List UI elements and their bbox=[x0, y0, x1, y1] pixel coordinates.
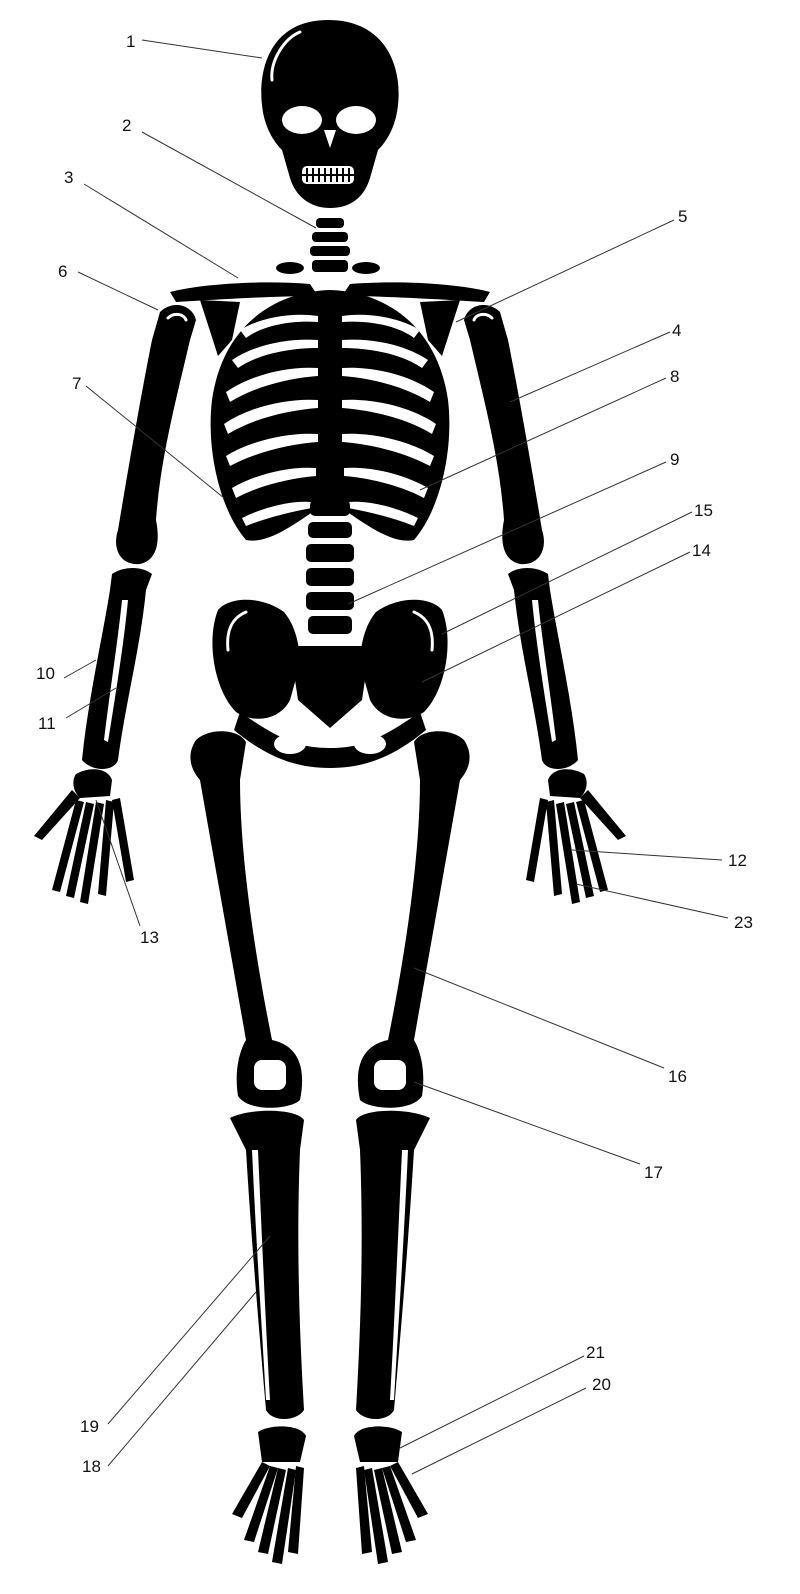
cervical-spine bbox=[310, 218, 350, 272]
leader-line-21 bbox=[399, 1355, 585, 1449]
label-18: 18 bbox=[82, 1457, 101, 1476]
label-5: 5 bbox=[678, 207, 687, 226]
leader-line-16 bbox=[413, 967, 665, 1069]
shoulder-girdle bbox=[170, 262, 490, 356]
label-2: 2 bbox=[122, 116, 131, 135]
label-4: 4 bbox=[672, 321, 681, 340]
label-1: 1 bbox=[126, 32, 135, 51]
label-10: 10 bbox=[36, 664, 55, 683]
leader-line-15 bbox=[441, 511, 693, 635]
label-8: 8 bbox=[670, 367, 679, 386]
label-13: 13 bbox=[140, 928, 159, 947]
leader-line-20 bbox=[411, 1387, 587, 1475]
label-12: 12 bbox=[728, 851, 747, 870]
leader-line-9 bbox=[347, 461, 667, 605]
label-19: 19 bbox=[80, 1417, 99, 1436]
leader-line-17 bbox=[413, 1081, 641, 1165]
leader-line-3 bbox=[83, 183, 239, 279]
leader-line-10 bbox=[63, 659, 97, 679]
arm-left-side bbox=[34, 305, 196, 904]
label-23: 23 bbox=[734, 913, 753, 932]
leader-line-8 bbox=[419, 377, 667, 491]
leader-line-2 bbox=[141, 131, 317, 229]
leader-line-23 bbox=[575, 883, 729, 919]
label-20: 20 bbox=[592, 1375, 611, 1394]
number-labels: 1 2 3 4 5 6 7 8 9 10 11 12 13 14 15 16 1… bbox=[36, 32, 753, 1476]
leader-line-7 bbox=[85, 385, 225, 499]
leader-line-1 bbox=[141, 39, 263, 59]
label-3: 3 bbox=[64, 168, 73, 187]
lumbar-spine bbox=[306, 500, 354, 634]
leg-right-side bbox=[354, 731, 470, 1564]
label-9: 9 bbox=[670, 450, 679, 469]
rib-cage bbox=[210, 290, 450, 541]
leader-line-6 bbox=[77, 271, 159, 311]
leader-line-18 bbox=[107, 1291, 257, 1467]
leader-lines bbox=[63, 39, 729, 1475]
leader-line-19 bbox=[107, 1235, 271, 1425]
leader-line-11 bbox=[65, 687, 117, 719]
label-11: 11 bbox=[38, 714, 56, 733]
pelvis bbox=[212, 599, 448, 768]
label-21: 21 bbox=[586, 1343, 605, 1362]
leader-line-5 bbox=[455, 219, 675, 323]
leader-line-12 bbox=[571, 849, 723, 861]
label-14: 14 bbox=[692, 541, 711, 560]
skull bbox=[261, 20, 399, 208]
skeleton-figure bbox=[34, 20, 626, 1564]
label-17: 17 bbox=[644, 1163, 663, 1182]
label-16: 16 bbox=[668, 1067, 687, 1086]
label-6: 6 bbox=[58, 262, 67, 281]
label-15: 15 bbox=[694, 501, 713, 520]
leader-line-4 bbox=[509, 331, 671, 403]
arm-right-side bbox=[464, 305, 626, 904]
leg-left-side bbox=[190, 731, 306, 1564]
leader-line-14 bbox=[421, 551, 691, 683]
leader-line-13 bbox=[95, 799, 141, 927]
label-7: 7 bbox=[72, 374, 81, 393]
